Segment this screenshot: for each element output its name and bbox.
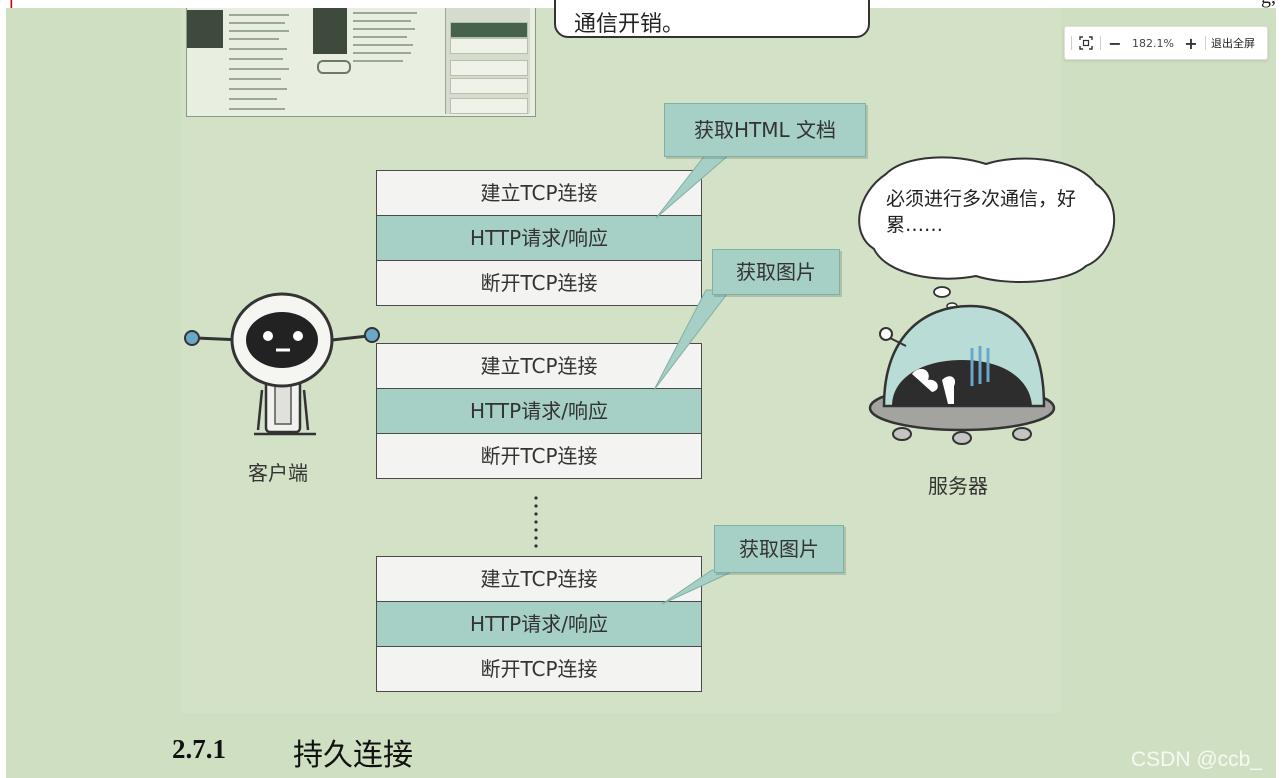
server-label: 服务器 [928, 470, 988, 499]
fit-screen-button[interactable] [1075, 32, 1097, 54]
plus-icon: + [1184, 34, 1197, 53]
minus-icon: − [1108, 34, 1121, 53]
csdn-watermark: CSDN @ccb_ [1131, 748, 1262, 772]
zoom-level: 182.1% [1132, 37, 1174, 50]
server-thought-text: 必须进行多次通信，好累…… [886, 186, 1106, 238]
section-number: 2.7.1 [172, 734, 226, 765]
toolbar-separator [1071, 36, 1072, 50]
toolbar-separator [1205, 36, 1206, 50]
toolbar-separator [1100, 36, 1101, 50]
zoom-in-button[interactable]: + [1180, 32, 1202, 54]
document-page: 通信开销。 建立TCP连接 HTTP请求/响应 断开TCP连接 建立TCP连接 … [6, 8, 1276, 778]
image-viewer-toolbar: − 182.1% + 退出全屏 [1064, 26, 1268, 60]
fit-screen-icon [1079, 36, 1093, 50]
label-get-image-1: 获取图片 [712, 249, 840, 295]
zoom-out-button[interactable]: − [1104, 32, 1126, 54]
top-strip-right-text: g, [1261, 0, 1276, 8]
top-strip-left-text: 上 [2, 0, 22, 8]
exit-fullscreen-button[interactable]: 退出全屏 [1211, 35, 1255, 51]
section-title: 持久连接 [293, 730, 413, 774]
client-robot-icon [182, 290, 382, 450]
label-get-image-2: 获取图片 [714, 525, 844, 573]
label-get-html: 获取HTML 文档 [664, 103, 866, 157]
client-label: 客户端 [248, 457, 308, 486]
ellipsis-dots [534, 494, 538, 550]
server-dome-icon [862, 298, 1062, 458]
